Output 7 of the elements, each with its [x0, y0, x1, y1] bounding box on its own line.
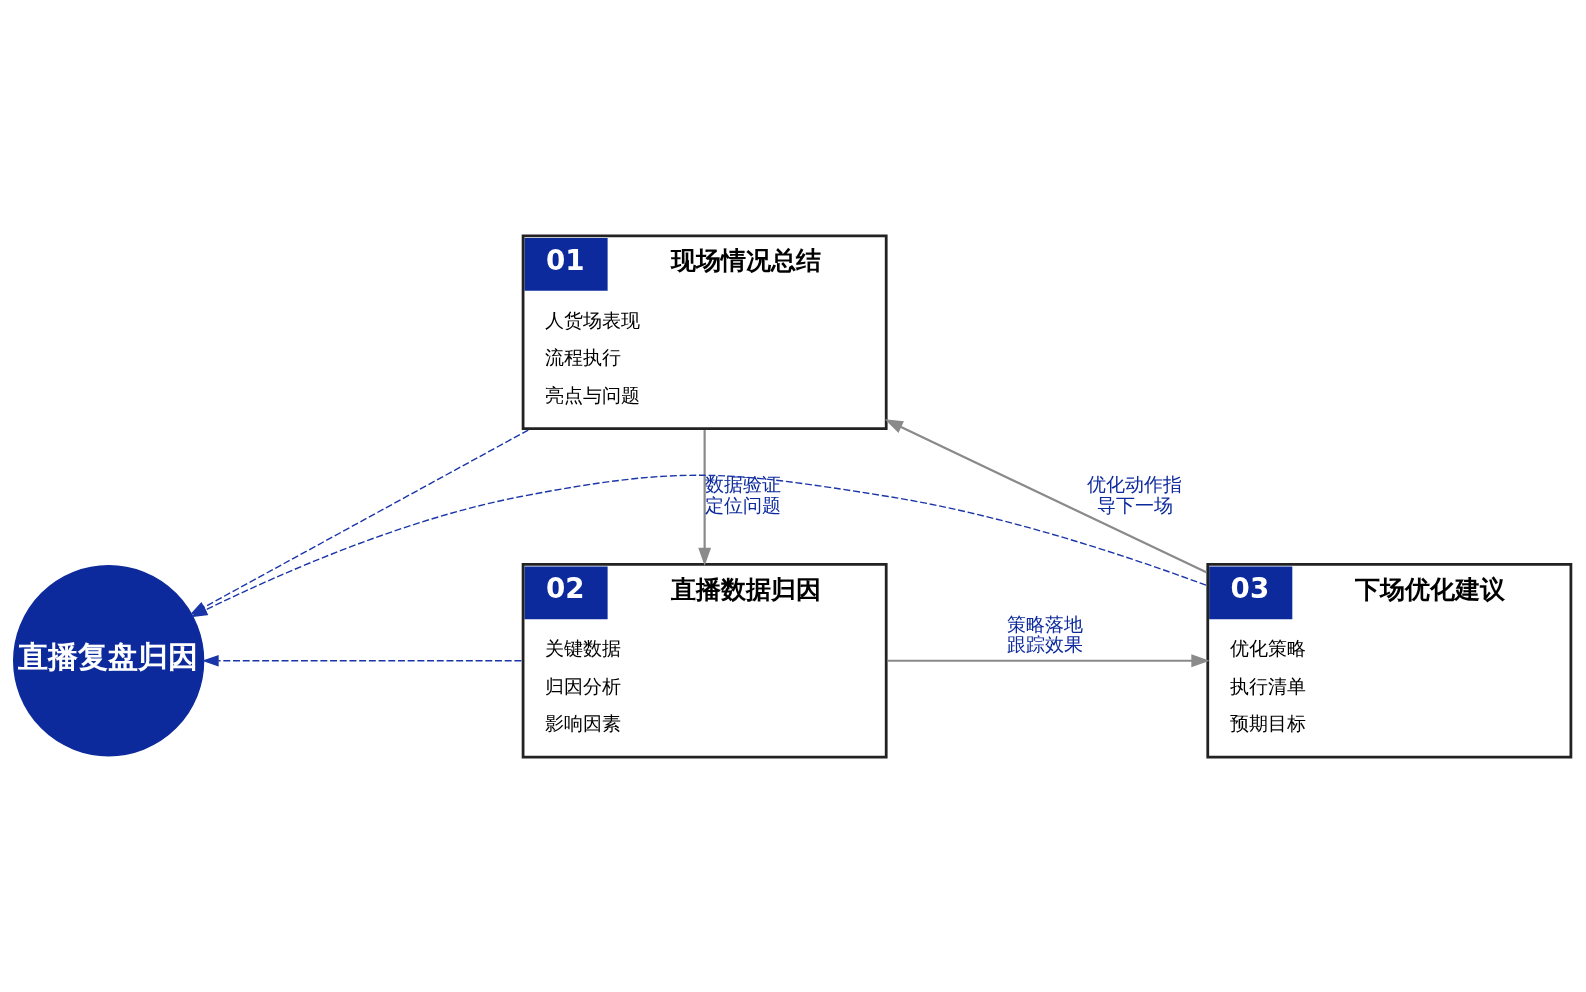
arrow	[698, 429, 712, 566]
edge-label: 优化动作指导下一场	[1087, 472, 1183, 517]
edge-label: 数据验证定位问题	[704, 472, 781, 517]
arrow	[887, 653, 1210, 667]
arrow	[884, 418, 1207, 573]
edge-label: 策略落地跟踪效果	[1006, 612, 1083, 656]
arrow	[202, 654, 523, 667]
